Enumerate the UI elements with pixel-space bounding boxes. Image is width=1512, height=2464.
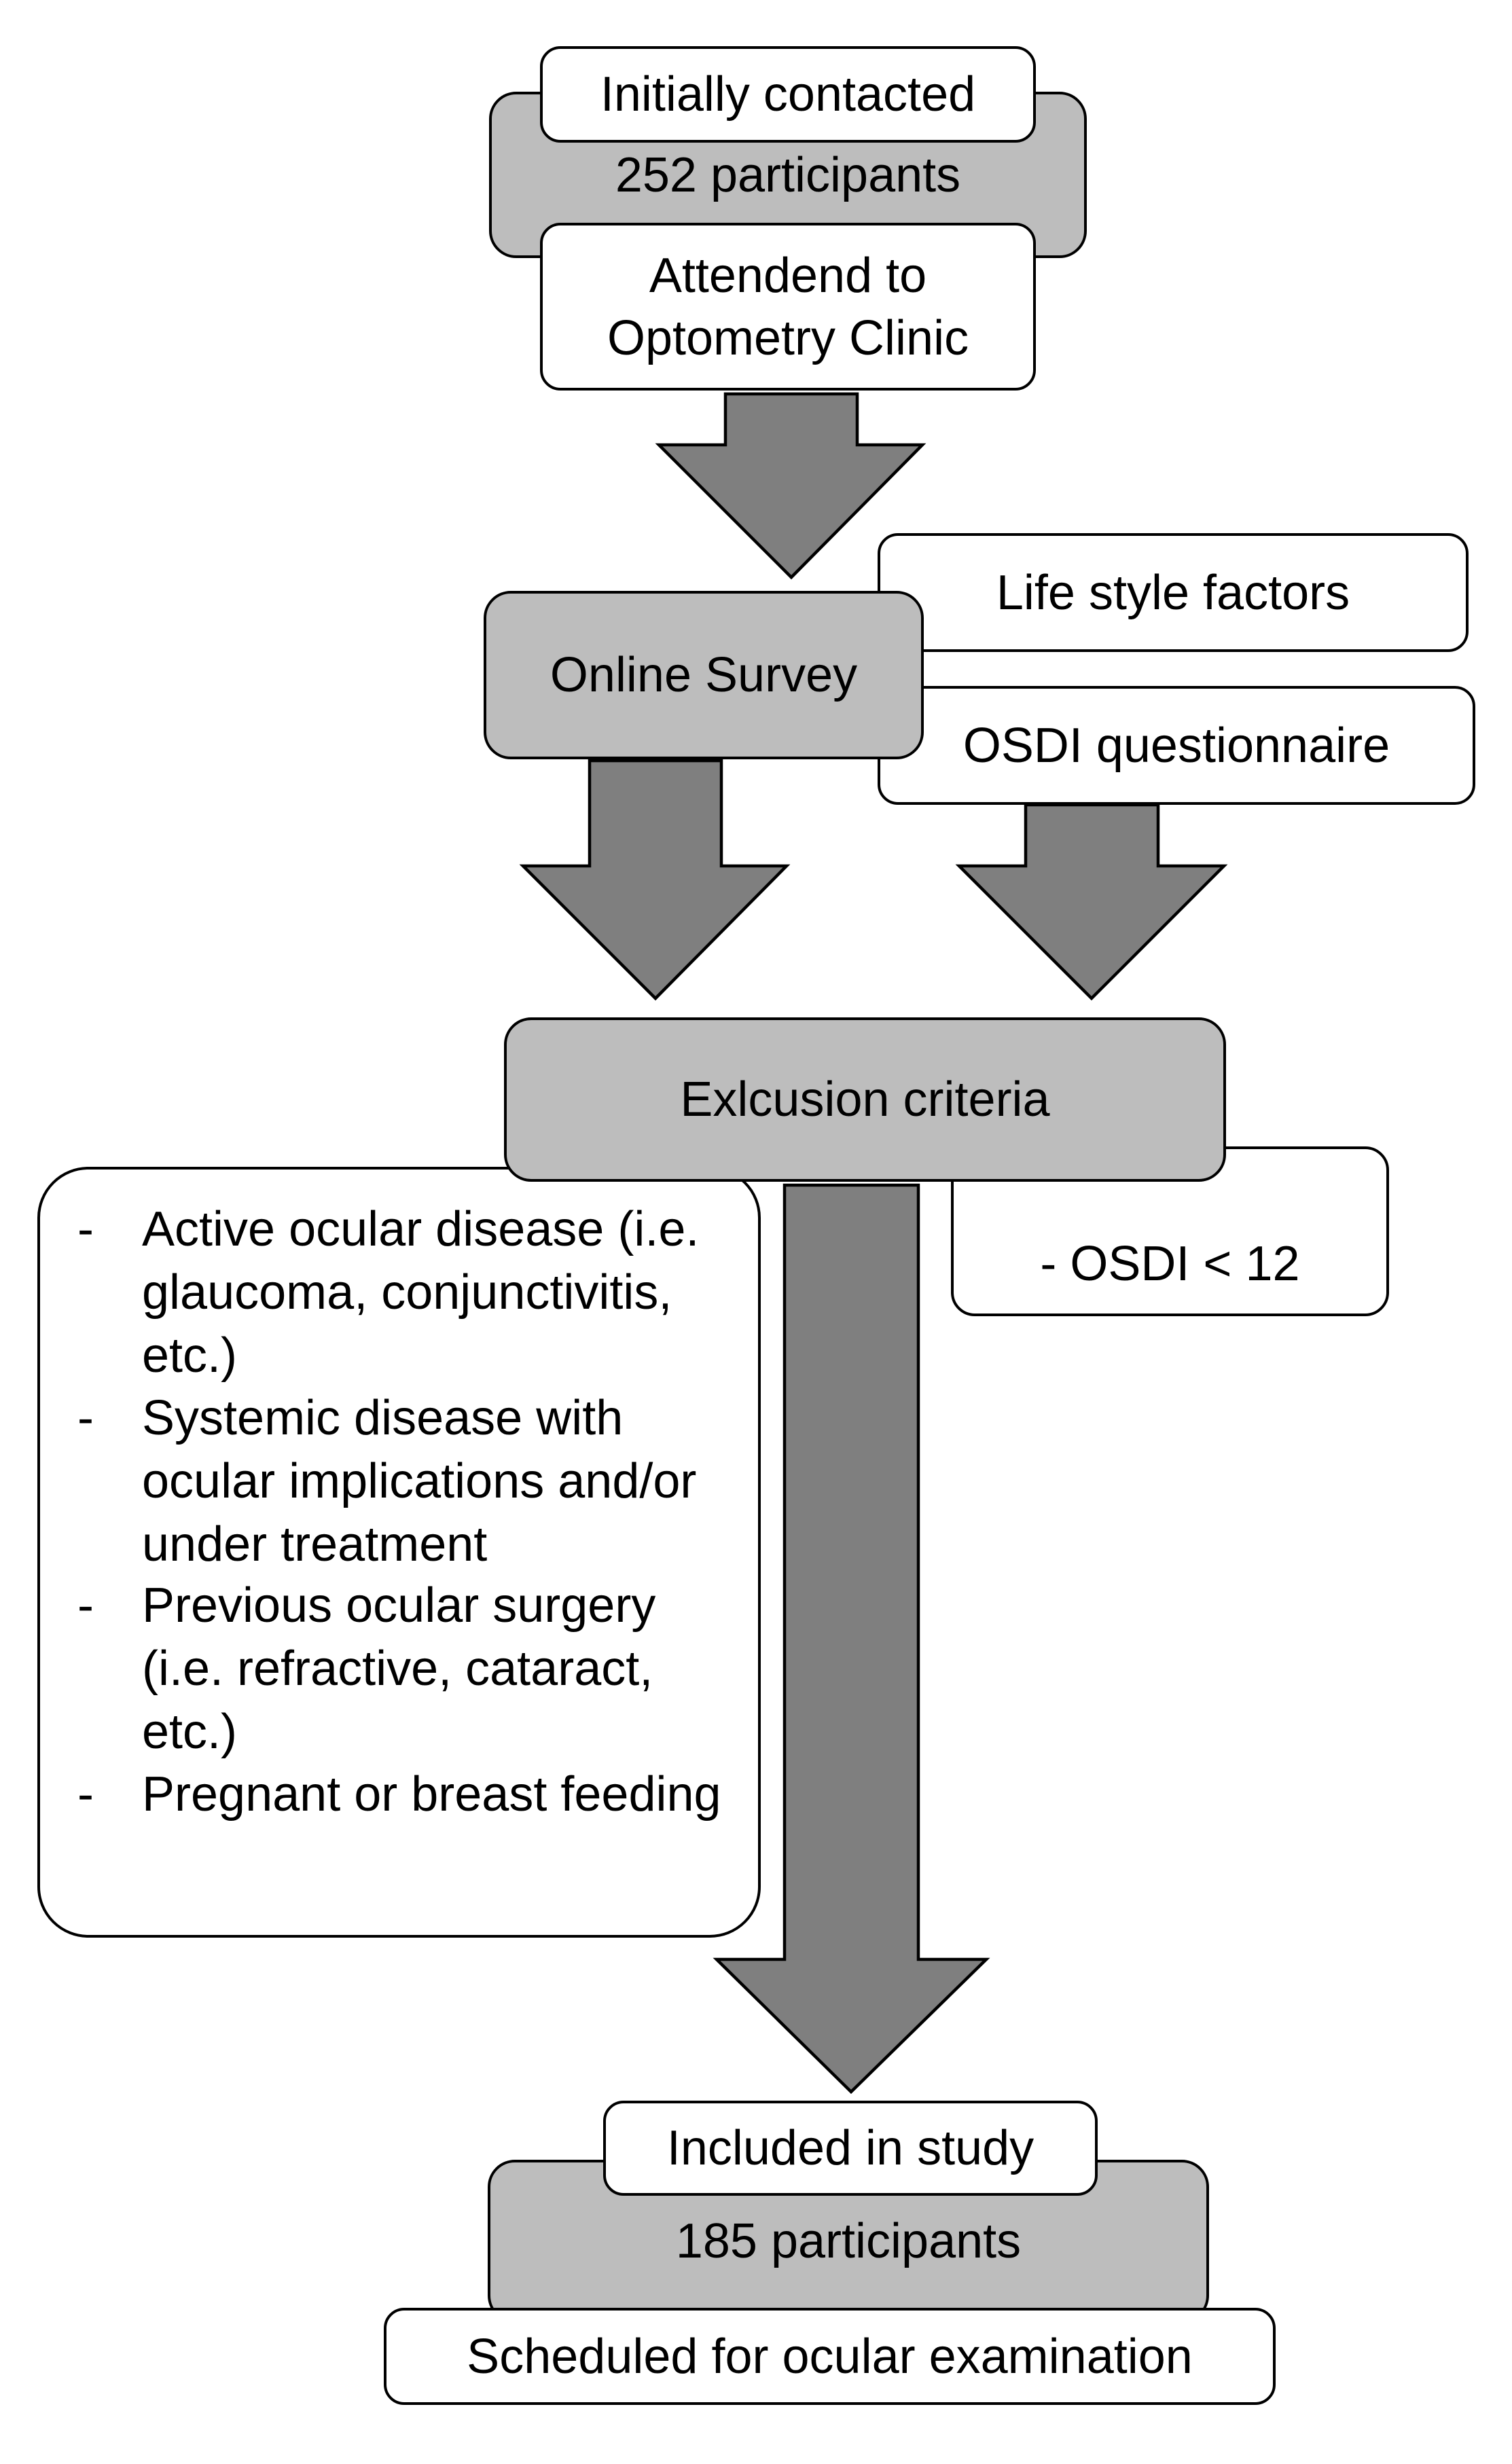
exclusion-bullet: - [77,1578,94,1633]
exclusion-bullet: - [77,1391,94,1445]
arrow-clinic-to-survey [655,392,926,580]
participants-initial-count: 252 participants [615,147,961,202]
participants-final-count: 185 participants [675,2214,1022,2268]
osdi-threshold-label: - OSDI < 12 [1040,1236,1300,1291]
arrow-osdi-to-exclusion [955,803,1228,1001]
arrow-exclusion-to-included [713,1183,990,2095]
exclusion-list-box: - Active ocular disease (i.e. glaucoma, … [37,1167,761,1938]
included-in-study-box: Included in study [603,2101,1098,2196]
exclusion-bullet: - [77,1202,94,1256]
exclusion-bullet: - [77,1767,94,1822]
included-in-study-label: Included in study [666,2121,1034,2175]
online-survey-box: Online Survey [484,591,924,759]
attended-clinic-label: Attendend to Optometry Clinic [607,248,969,365]
online-survey-label: Online Survey [550,648,858,702]
attended-clinic-box: Attendend to Optometry Clinic [540,223,1036,391]
exclusion-criteria-box: Exlcusion criteria [504,1017,1226,1182]
exclusion-text: Active ocular disease (i.e. glaucoma, co… [142,1202,700,1383]
exclusion-text: Systemic disease with ocular implication… [142,1391,697,1572]
osdi-questionnaire-label: OSDI questionnaire [962,718,1390,773]
initially-contacted-label: Initially contacted [600,67,976,122]
exclusion-text: Pregnant or breast feeding [142,1767,721,1822]
osdi-questionnaire-box: OSDI questionnaire [878,686,1475,805]
lifestyle-factors-box: Life style factors [878,533,1469,652]
exclusion-text: Previous ocular surgery (i.e. refractive… [142,1578,656,1759]
arrow-survey-to-exclusion [519,759,791,1001]
scheduled-exam-box: Scheduled for ocular examination [384,2308,1276,2405]
initially-contacted-box: Initially contacted [540,46,1036,143]
lifestyle-factors-label: Life style factors [996,565,1350,620]
scheduled-exam-label: Scheduled for ocular examination [467,2329,1193,2384]
exclusion-criteria-label: Exlcusion criteria [680,1072,1050,1127]
